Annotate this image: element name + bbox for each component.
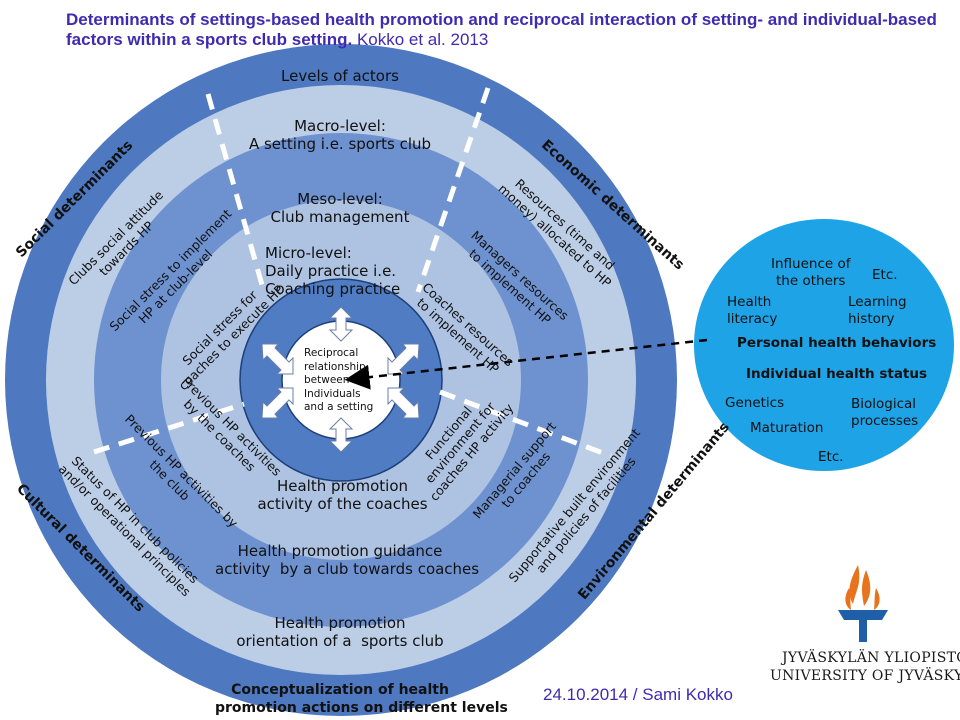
arrow-br-diag-icon bbox=[387, 387, 420, 419]
bubble-etc-bottom: Etc. bbox=[818, 449, 844, 465]
header-title-text: Determinants of settings-based health pr… bbox=[66, 10, 937, 49]
arrow-right-diag-icon bbox=[387, 343, 420, 375]
footer-date-author: 24.10.2014 / Sami Kokko bbox=[543, 685, 733, 704]
header-title: Determinants of settings-based health pr… bbox=[66, 10, 946, 50]
bubble-biological: Biological processes bbox=[851, 396, 919, 429]
connector-arrow bbox=[344, 338, 708, 390]
header-citation: Kokko et al. 2013 bbox=[356, 30, 489, 49]
macro-level-label: Macro-level: A setting i.e. sports club bbox=[248, 117, 432, 153]
diagram-caption: Conceptualization of health promotion ac… bbox=[215, 682, 508, 716]
logo-line2: UNIVERSITY OF JYVÄSKYLÄ bbox=[770, 668, 960, 684]
reciprocal-arrows bbox=[261, 306, 420, 453]
bubble-learning-history: Learning history bbox=[848, 294, 907, 327]
levels-heading: Levels of actors bbox=[281, 67, 399, 85]
sector-dividers bbox=[93, 87, 612, 459]
arrow-up-icon bbox=[328, 306, 354, 342]
individual-bubble bbox=[694, 219, 954, 471]
torch-logo-icon bbox=[838, 565, 888, 642]
core-label: Reciprocal relationship between Individu… bbox=[304, 347, 374, 413]
arrow-bl-diag-icon bbox=[261, 387, 294, 419]
bubble-personal-behaviors: Personal health behaviors bbox=[737, 335, 937, 351]
arrow-down-icon bbox=[328, 417, 354, 453]
meso-level-label: Meso-level: Club management bbox=[270, 190, 410, 226]
bubble-etc-top: Etc. bbox=[872, 267, 898, 283]
arrow-left-diag-icon bbox=[261, 343, 294, 375]
logo-line1: JYVÄSKYLÄN YLIOPISTO bbox=[782, 650, 960, 666]
bubble-health-status: Individual health status bbox=[746, 366, 928, 382]
bubble-genetics: Genetics bbox=[725, 395, 785, 411]
coaches-activity-label: Health promotion activity of the coaches bbox=[257, 477, 428, 513]
bubble-health-literacy: Health literacy bbox=[727, 294, 778, 327]
guidance-label: Health promotion guidance activity by a … bbox=[215, 542, 480, 578]
orientation-label: Health promotion orientation of a sports… bbox=[236, 614, 444, 650]
micro-level-label: Micro-level: Daily practice i.e. Coachin… bbox=[265, 244, 401, 298]
bubble-influence: Influence of the others bbox=[771, 256, 851, 289]
bubble-maturation: Maturation bbox=[750, 420, 824, 436]
